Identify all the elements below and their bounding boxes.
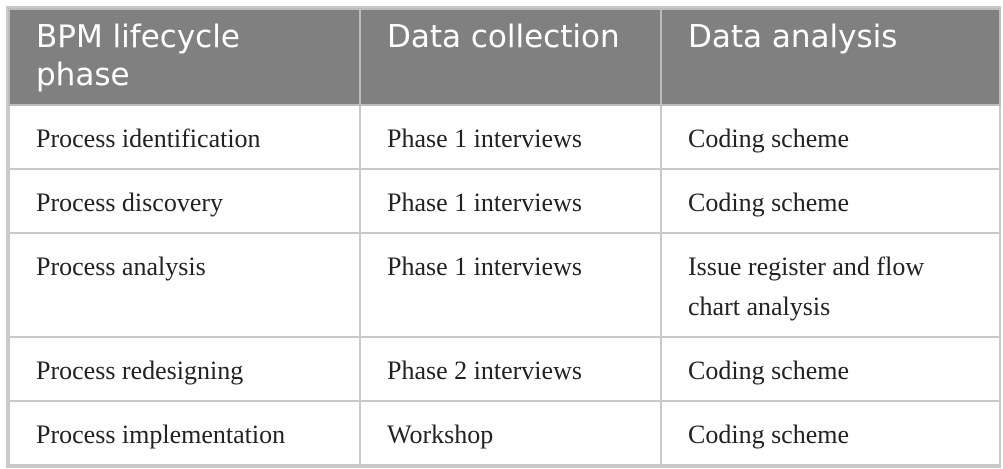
cell-collection: Phase 2 interviews	[359, 336, 662, 402]
cell-analysis: Coding scheme	[660, 400, 1001, 466]
cell-collection: Workshop	[359, 400, 662, 466]
cell-analysis: Coding scheme	[660, 104, 1001, 170]
header-data-collection: Data collection	[359, 8, 662, 106]
table-row: Process implementation Workshop Coding s…	[8, 400, 1001, 466]
cell-analysis: Issue register and flow chart analysis	[660, 232, 1001, 338]
cell-phase: Process redesigning	[8, 336, 361, 402]
cell-phase: Process analysis	[8, 232, 361, 338]
cell-phase: Process implementation	[8, 400, 361, 466]
cell-analysis: Coding scheme	[660, 168, 1001, 234]
lifecycle-table: BPM lifecycle phase Data collection Data…	[8, 8, 1001, 466]
methods-table: BPM lifecycle phase Data collection Data…	[6, 6, 1001, 468]
table-body: Process identification Phase 1 interview…	[8, 104, 1001, 466]
table-row: Process discovery Phase 1 interviews Cod…	[8, 168, 1001, 234]
table-row: Process identification Phase 1 interview…	[8, 104, 1001, 170]
header-data-analysis: Data analysis	[660, 8, 1001, 106]
header-bpm-lifecycle-phase: BPM lifecycle phase	[8, 8, 361, 106]
cell-collection: Phase 1 interviews	[359, 104, 662, 170]
cell-collection: Phase 1 interviews	[359, 232, 662, 338]
cell-analysis: Coding scheme	[660, 336, 1001, 402]
cell-phase: Process identification	[8, 104, 361, 170]
header-row: BPM lifecycle phase Data collection Data…	[8, 8, 1001, 106]
table-header: BPM lifecycle phase Data collection Data…	[8, 8, 1001, 106]
table-row: Process analysis Phase 1 interviews Issu…	[8, 232, 1001, 338]
cell-phase: Process discovery	[8, 168, 361, 234]
cell-collection: Phase 1 interviews	[359, 168, 662, 234]
table-row: Process redesigning Phase 2 interviews C…	[8, 336, 1001, 402]
